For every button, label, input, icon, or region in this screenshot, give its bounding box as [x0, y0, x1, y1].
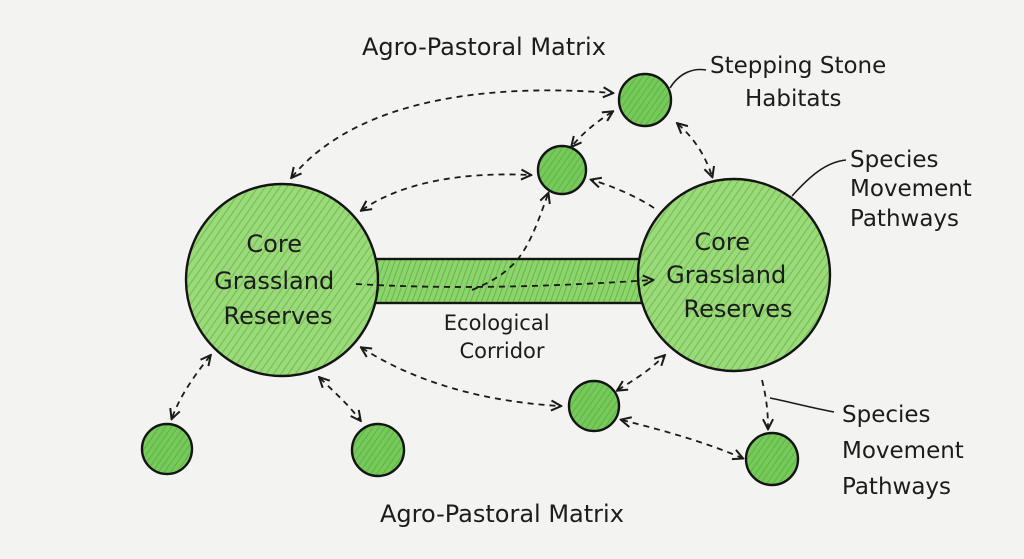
pathway-top-stone-to-upper-stone	[572, 112, 612, 146]
pathway-right-core-to-bottom-right-stone	[761, 379, 768, 428]
core-reserve-right-label: Core Grassland Reserves	[666, 228, 794, 323]
callout-line-species-top	[791, 159, 847, 197]
pathway-top-stone-to-right-core	[678, 124, 712, 176]
pathway-lower-stone-to-bottom-right-stone	[622, 420, 742, 458]
species-movement-label-bottom: Species Movement Pathways	[842, 402, 971, 500]
stepping-stone-upper-middle	[536, 144, 588, 196]
pathway-left-core-to-lower-stone	[362, 348, 560, 406]
callout-line-species-bottom	[769, 397, 835, 413]
stepping-stone-bottom-center	[350, 422, 406, 478]
pathway-left-core-to-bottom-center-stone	[320, 378, 360, 420]
pathway-left-core-to-bottom-left-stone	[172, 356, 210, 418]
pathway-right-core-to-upper-stone	[592, 180, 655, 209]
matrix-label-bottom: Agro-Pastoral Matrix	[380, 500, 624, 528]
stepping-stone-lower-middle	[567, 379, 621, 433]
pathway-corridor-to-upper-stone	[471, 194, 548, 291]
matrix-label-top: Agro-Pastoral Matrix	[362, 33, 606, 61]
pathway-lower-stone-to-right-core	[618, 356, 664, 390]
species-movement-label-top: Species Movement Pathways	[850, 147, 979, 232]
ecological-corridor	[372, 257, 646, 305]
ecological-corridor-label: Ecological Corridor	[444, 311, 556, 363]
stepping-stone-bottom-left	[140, 422, 194, 476]
core-reserve-left	[184, 182, 380, 378]
pathway-left-core-to-top-stone	[292, 90, 612, 177]
stepping-stone-label: Stepping Stone Habitats	[710, 53, 894, 112]
core-reserve-left-label: Core Grassland Reserves	[214, 230, 342, 330]
stepping-stone-top	[617, 72, 673, 128]
core-reserve-right	[636, 177, 832, 373]
stepping-stone-bottom-right	[744, 431, 800, 487]
callout-line-stepping-stone	[669, 68, 707, 89]
pathway-left-core-to-upper-stone	[362, 174, 530, 210]
